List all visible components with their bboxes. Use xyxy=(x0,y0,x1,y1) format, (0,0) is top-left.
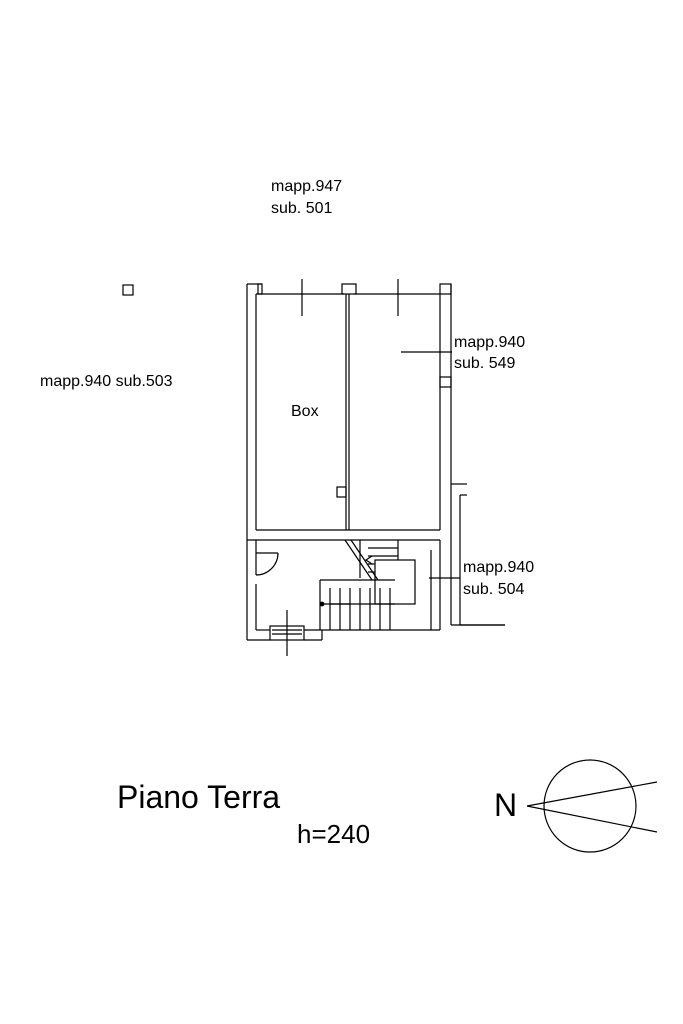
stair-parcel-sub-label: sub. 504 xyxy=(463,581,525,598)
left-parcel-label: mapp.940 sub.503 xyxy=(40,373,173,390)
entrance-step xyxy=(269,610,305,656)
column-marker xyxy=(257,283,263,295)
column-marker xyxy=(439,376,452,388)
column-marker xyxy=(122,284,134,296)
column-marker xyxy=(336,486,347,498)
stair-parcel-label: mapp.940 xyxy=(463,559,535,576)
exterior-wall xyxy=(450,483,505,626)
right-parcel-label: mapp.940 xyxy=(454,334,526,351)
floor-height: h=240 xyxy=(297,819,371,849)
column-marker xyxy=(439,283,452,295)
right-parcel-sub-label: sub. 549 xyxy=(454,355,516,372)
stair xyxy=(319,539,416,630)
north-arrow-icon xyxy=(526,759,658,853)
garage-walls xyxy=(246,283,452,640)
column-marker xyxy=(341,283,357,295)
door-swing-arc xyxy=(255,552,279,576)
top-parcel-sub-label: sub. 501 xyxy=(271,200,333,217)
top-parcel-label: mapp.947 xyxy=(271,178,343,195)
box-room-label: Box xyxy=(291,403,319,420)
entrance-walls xyxy=(247,540,441,641)
floor-title: Piano Terra xyxy=(117,779,281,815)
garage-partition xyxy=(345,294,350,530)
north-label: N xyxy=(494,787,518,823)
